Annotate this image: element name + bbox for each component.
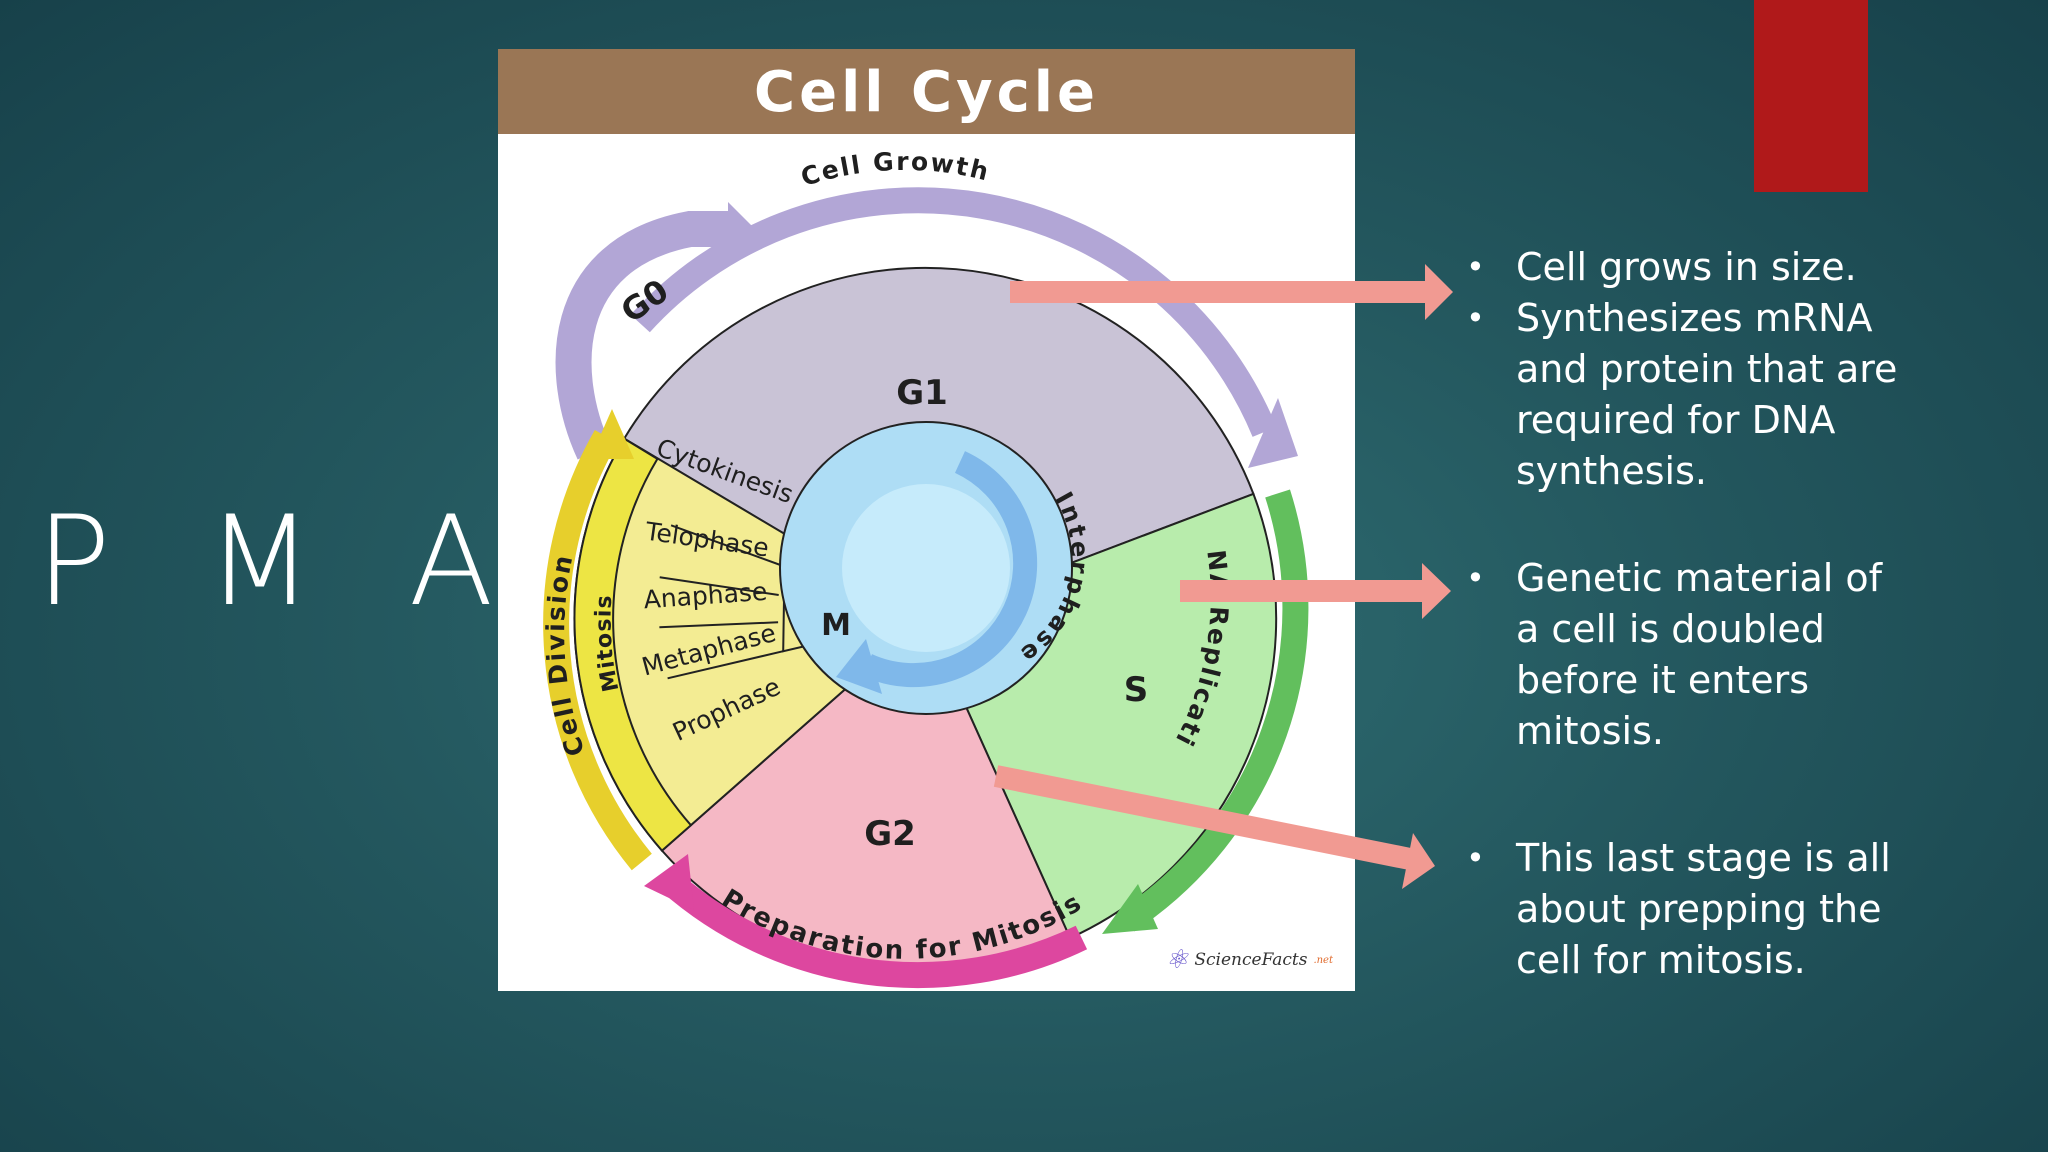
division-arrowhead bbox=[590, 409, 634, 459]
g2-notes: This last stage is all about prepping th… bbox=[1466, 833, 1906, 986]
prep-arc bbox=[659, 870, 1088, 989]
dna-arrowhead bbox=[1102, 884, 1158, 934]
mitosis-dividers bbox=[659, 524, 785, 680]
g1-pointer-arrow bbox=[1010, 264, 1453, 320]
s-pointer-arrow bbox=[1180, 563, 1451, 619]
sciencefacts-credit: ⚛ ScienceFacts .net bbox=[1165, 947, 1333, 973]
interphase-arrow bbox=[862, 451, 1038, 688]
m-label: M bbox=[821, 608, 851, 643]
red-accent-bar bbox=[1754, 0, 1868, 192]
dna-arc bbox=[1120, 489, 1309, 932]
g1-note-1: Cell grows in size. bbox=[1466, 242, 1906, 293]
growth-arrowhead bbox=[1248, 398, 1298, 468]
cell-cycle-figure: Cell Cycle bbox=[498, 49, 1355, 991]
prep-arrowhead bbox=[644, 854, 694, 910]
s-note-1: Genetic material of a cell is doubled be… bbox=[1466, 553, 1906, 757]
g0-loop bbox=[555, 211, 730, 460]
cell-cycle-diagram: Cell Growth DNA Replication Preparation … bbox=[498, 134, 1309, 989]
growth-arc bbox=[630, 187, 1277, 437]
g1-notes: Cell grows in size. Synthesizes mRNA and… bbox=[1466, 242, 1906, 497]
g2-pointer-arrow bbox=[993, 765, 1435, 889]
g1-note-2: Synthesizes mRNA and protein that are re… bbox=[1466, 293, 1906, 497]
s-notes: Genetic material of a cell is doubled be… bbox=[1466, 553, 1906, 757]
g1-label: G1 bbox=[896, 373, 948, 413]
division-arc bbox=[543, 430, 652, 871]
g2-note-1: This last stage is all about prepping th… bbox=[1466, 833, 1906, 986]
g2-label: G2 bbox=[864, 814, 916, 854]
s-label: S bbox=[1124, 670, 1149, 710]
credit-text: ScienceFacts bbox=[1194, 950, 1308, 970]
mitosis-band bbox=[573, 437, 693, 853]
credit-tld: .net bbox=[1313, 954, 1333, 966]
interphase-arrowhead bbox=[836, 639, 882, 694]
figure-title: Cell Cycle bbox=[498, 49, 1355, 134]
interphase-core bbox=[842, 484, 1010, 652]
atom-icon: ⚛ bbox=[1165, 945, 1189, 975]
